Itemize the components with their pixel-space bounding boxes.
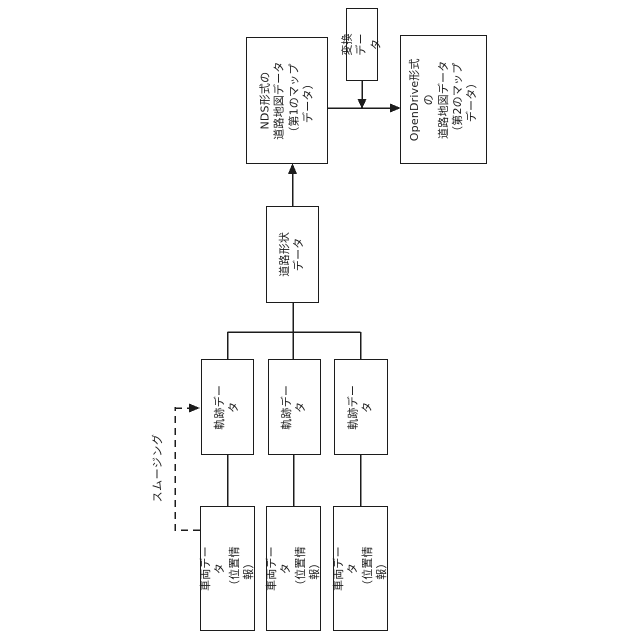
- arrowhead-conversion-icon: [357, 99, 367, 109]
- box-trajectory-data-1-label: 軌跡データ: [213, 384, 241, 430]
- box-vehicle-data-3: 車両データ （位置情報）: [331, 506, 388, 631]
- box-opendrive-map-data: OpenDrive形式の 道路地図データ （第2のマップデータ）: [400, 35, 487, 164]
- box-vehicle-data-1-label: 車両データ （位置情報）: [198, 546, 255, 591]
- box-nds-map-data: NDS形式の 道路地図データ （第1のマップデータ）: [246, 37, 328, 164]
- smoothing-label: スムージング: [151, 433, 164, 503]
- box-trajectory-data-2: 軌跡データ: [268, 359, 321, 455]
- box-vehicle-data-1: 車両データ （位置情報）: [198, 506, 255, 631]
- box-conversion-data-label: 変換データ: [340, 33, 383, 56]
- box-trajectory-data-3-label: 軌跡データ: [346, 384, 374, 430]
- box-conversion-data: 変換データ: [341, 8, 382, 81]
- box-vehicle-data-2: 車両データ （位置情報）: [264, 506, 321, 631]
- arrowhead-smoothing-icon: [189, 403, 200, 413]
- box-trajectory-data-2-label: 軌跡データ: [280, 384, 308, 430]
- box-road-shape-data: 道路形状 データ: [266, 206, 319, 303]
- box-vehicle-data-3-label: 車両データ （位置情報）: [331, 546, 388, 591]
- arrowhead-to-opendrive-icon: [390, 103, 401, 113]
- box-opendrive-map-data-label: OpenDrive形式の 道路地図データ （第2のマップデータ）: [407, 58, 478, 141]
- arrowhead-to-nds-icon: [288, 163, 297, 174]
- box-vehicle-data-2-label: 車両データ （位置情報）: [264, 546, 321, 591]
- box-road-shape-data-label: 道路形状 データ: [278, 232, 306, 277]
- box-trajectory-data-1: 軌跡データ: [201, 359, 254, 455]
- box-nds-map-data-label: NDS形式の 道路地図データ （第1のマップデータ）: [258, 61, 315, 140]
- box-trajectory-data-3: 軌跡データ: [334, 359, 388, 455]
